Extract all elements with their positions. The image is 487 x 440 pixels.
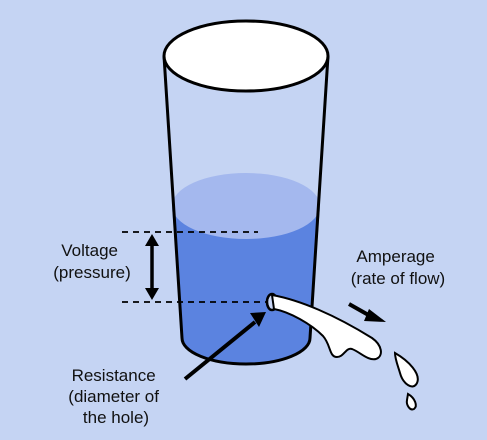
water-droplet-large: [393, 351, 419, 388]
voltage-label: Voltage (pressure): [53, 241, 130, 282]
arrow-up-right-icon: [183, 312, 266, 381]
amperage-label: Amperage (rate of flow): [351, 247, 445, 288]
glass-walls: [162, 55, 330, 366]
glass-rim: [162, 19, 330, 93]
water-jet: [270, 293, 382, 361]
arrow-right-icon: [348, 302, 386, 322]
resistance-label: Resistance (diameter of the hole): [68, 366, 163, 427]
water-surface: [172, 173, 320, 239]
water-body: [172, 206, 320, 364]
water-droplet-small: [405, 392, 417, 411]
double-headed-arrow-icon: [145, 234, 159, 300]
